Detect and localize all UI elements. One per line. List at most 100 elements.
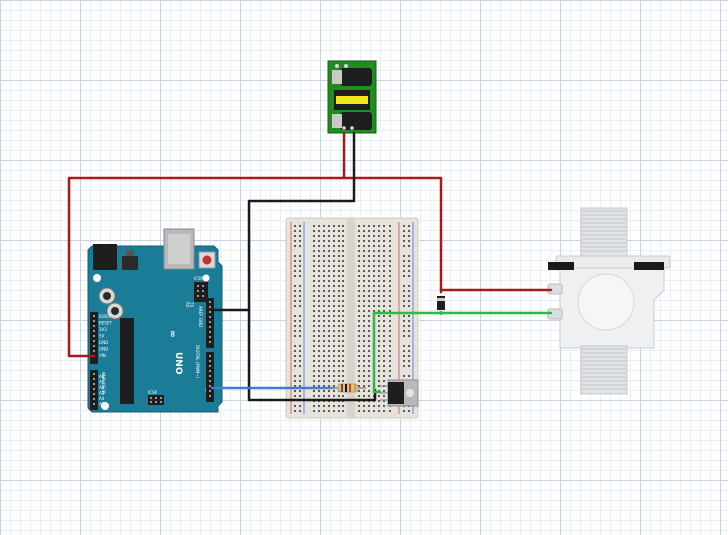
breadboard-hole[interactable]: [403, 275, 405, 277]
breadboard-hole[interactable]: [338, 260, 340, 262]
breadboard-hole[interactable]: [323, 280, 325, 282]
breadboard-hole[interactable]: [299, 290, 301, 292]
breadboard-hole[interactable]: [338, 365, 340, 367]
breadboard-hole[interactable]: [294, 335, 296, 337]
breadboard-hole[interactable]: [389, 355, 391, 357]
breadboard-hole[interactable]: [363, 315, 365, 317]
breadboard-hole[interactable]: [368, 250, 370, 252]
breadboard-hole[interactable]: [318, 370, 320, 372]
breadboard-hole[interactable]: [294, 320, 296, 322]
breadboard-hole[interactable]: [408, 240, 410, 242]
breadboard-hole[interactable]: [299, 350, 301, 352]
arduino-uno-board[interactable]: ∞ UNO TX RX ICSP ICSP AREF GND DIGITAL (…: [87, 228, 223, 413]
breadboard-hole[interactable]: [389, 280, 391, 282]
breadboard-hole[interactable]: [403, 345, 405, 347]
breadboard-hole[interactable]: [299, 235, 301, 237]
breadboard-hole[interactable]: [342, 310, 344, 312]
breadboard-hole[interactable]: [373, 255, 375, 257]
breadboard-hole[interactable]: [368, 260, 370, 262]
breadboard-hole[interactable]: [383, 270, 385, 272]
breadboard-hole[interactable]: [328, 270, 330, 272]
breadboard-hole[interactable]: [299, 390, 301, 392]
breadboard-hole[interactable]: [328, 300, 330, 302]
breadboard-hole[interactable]: [333, 300, 335, 302]
breadboard-hole[interactable]: [363, 250, 365, 252]
header-pin[interactable]: [93, 403, 95, 405]
breadboard-hole[interactable]: [403, 325, 405, 327]
breadboard-hole[interactable]: [299, 305, 301, 307]
breadboard-hole[interactable]: [299, 325, 301, 327]
breadboard-hole[interactable]: [383, 235, 385, 237]
breadboard-hole[interactable]: [378, 380, 380, 382]
breadboard-hole[interactable]: [342, 295, 344, 297]
breadboard-hole[interactable]: [363, 230, 365, 232]
breadboard-hole[interactable]: [403, 235, 405, 237]
breadboard-hole[interactable]: [299, 230, 301, 232]
breadboard-hole[interactable]: [333, 350, 335, 352]
breadboard-hole[interactable]: [378, 345, 380, 347]
breadboard-hole[interactable]: [368, 360, 370, 362]
header-pin[interactable]: [209, 355, 211, 357]
breadboard-hole[interactable]: [333, 370, 335, 372]
breadboard-hole[interactable]: [368, 380, 370, 382]
breadboard-hole[interactable]: [338, 315, 340, 317]
breadboard-hole[interactable]: [389, 260, 391, 262]
breadboard-hole[interactable]: [358, 295, 360, 297]
breadboard-hole[interactable]: [363, 365, 365, 367]
breadboard-hole[interactable]: [333, 345, 335, 347]
resistor[interactable]: [330, 383, 366, 393]
breadboard-hole[interactable]: [358, 410, 360, 412]
breadboard-hole[interactable]: [368, 225, 370, 227]
breadboard-hole[interactable]: [333, 225, 335, 227]
breadboard-hole[interactable]: [363, 345, 365, 347]
breadboard-hole[interactable]: [333, 365, 335, 367]
breadboard-hole[interactable]: [368, 350, 370, 352]
breadboard-hole[interactable]: [294, 385, 296, 387]
breadboard-hole[interactable]: [403, 245, 405, 247]
breadboard-hole[interactable]: [378, 350, 380, 352]
breadboard-hole[interactable]: [294, 305, 296, 307]
breadboard-hole[interactable]: [363, 355, 365, 357]
breadboard-hole[interactable]: [373, 250, 375, 252]
breadboard-hole[interactable]: [342, 230, 344, 232]
breadboard-hole[interactable]: [294, 410, 296, 412]
breadboard-hole[interactable]: [323, 365, 325, 367]
breadboard-hole[interactable]: [378, 355, 380, 357]
breadboard-hole[interactable]: [408, 410, 410, 412]
breadboard-hole[interactable]: [368, 405, 370, 407]
breadboard-hole[interactable]: [318, 270, 320, 272]
breadboard-hole[interactable]: [373, 305, 375, 307]
breadboard-hole[interactable]: [294, 265, 296, 267]
breadboard-hole[interactable]: [408, 350, 410, 352]
breadboard-hole[interactable]: [403, 270, 405, 272]
breadboard-hole[interactable]: [368, 340, 370, 342]
breadboard-hole[interactable]: [328, 315, 330, 317]
breadboard-hole[interactable]: [358, 365, 360, 367]
breadboard-hole[interactable]: [363, 275, 365, 277]
breadboard-hole[interactable]: [342, 285, 344, 287]
breadboard-hole[interactable]: [383, 280, 385, 282]
breadboard-hole[interactable]: [318, 265, 320, 267]
breadboard-hole[interactable]: [318, 380, 320, 382]
breadboard-hole[interactable]: [378, 320, 380, 322]
breadboard-hole[interactable]: [328, 240, 330, 242]
breadboard-hole[interactable]: [328, 310, 330, 312]
breadboard-hole[interactable]: [403, 225, 405, 227]
breadboard-hole[interactable]: [328, 395, 330, 397]
breadboard-hole[interactable]: [378, 315, 380, 317]
breadboard-hole[interactable]: [389, 255, 391, 257]
breadboard-hole[interactable]: [338, 340, 340, 342]
breadboard-hole[interactable]: [378, 245, 380, 247]
transistor[interactable]: [380, 379, 419, 407]
breadboard-hole[interactable]: [294, 255, 296, 257]
breadboard-hole[interactable]: [333, 410, 335, 412]
breadboard-hole[interactable]: [328, 280, 330, 282]
breadboard-hole[interactable]: [363, 335, 365, 337]
breadboard-hole[interactable]: [318, 290, 320, 292]
breadboard-hole[interactable]: [333, 375, 335, 377]
breadboard-hole[interactable]: [408, 360, 410, 362]
breadboard-hole[interactable]: [363, 360, 365, 362]
breadboard-hole[interactable]: [363, 260, 365, 262]
header-pin[interactable]: [209, 341, 211, 343]
breadboard-hole[interactable]: [328, 290, 330, 292]
